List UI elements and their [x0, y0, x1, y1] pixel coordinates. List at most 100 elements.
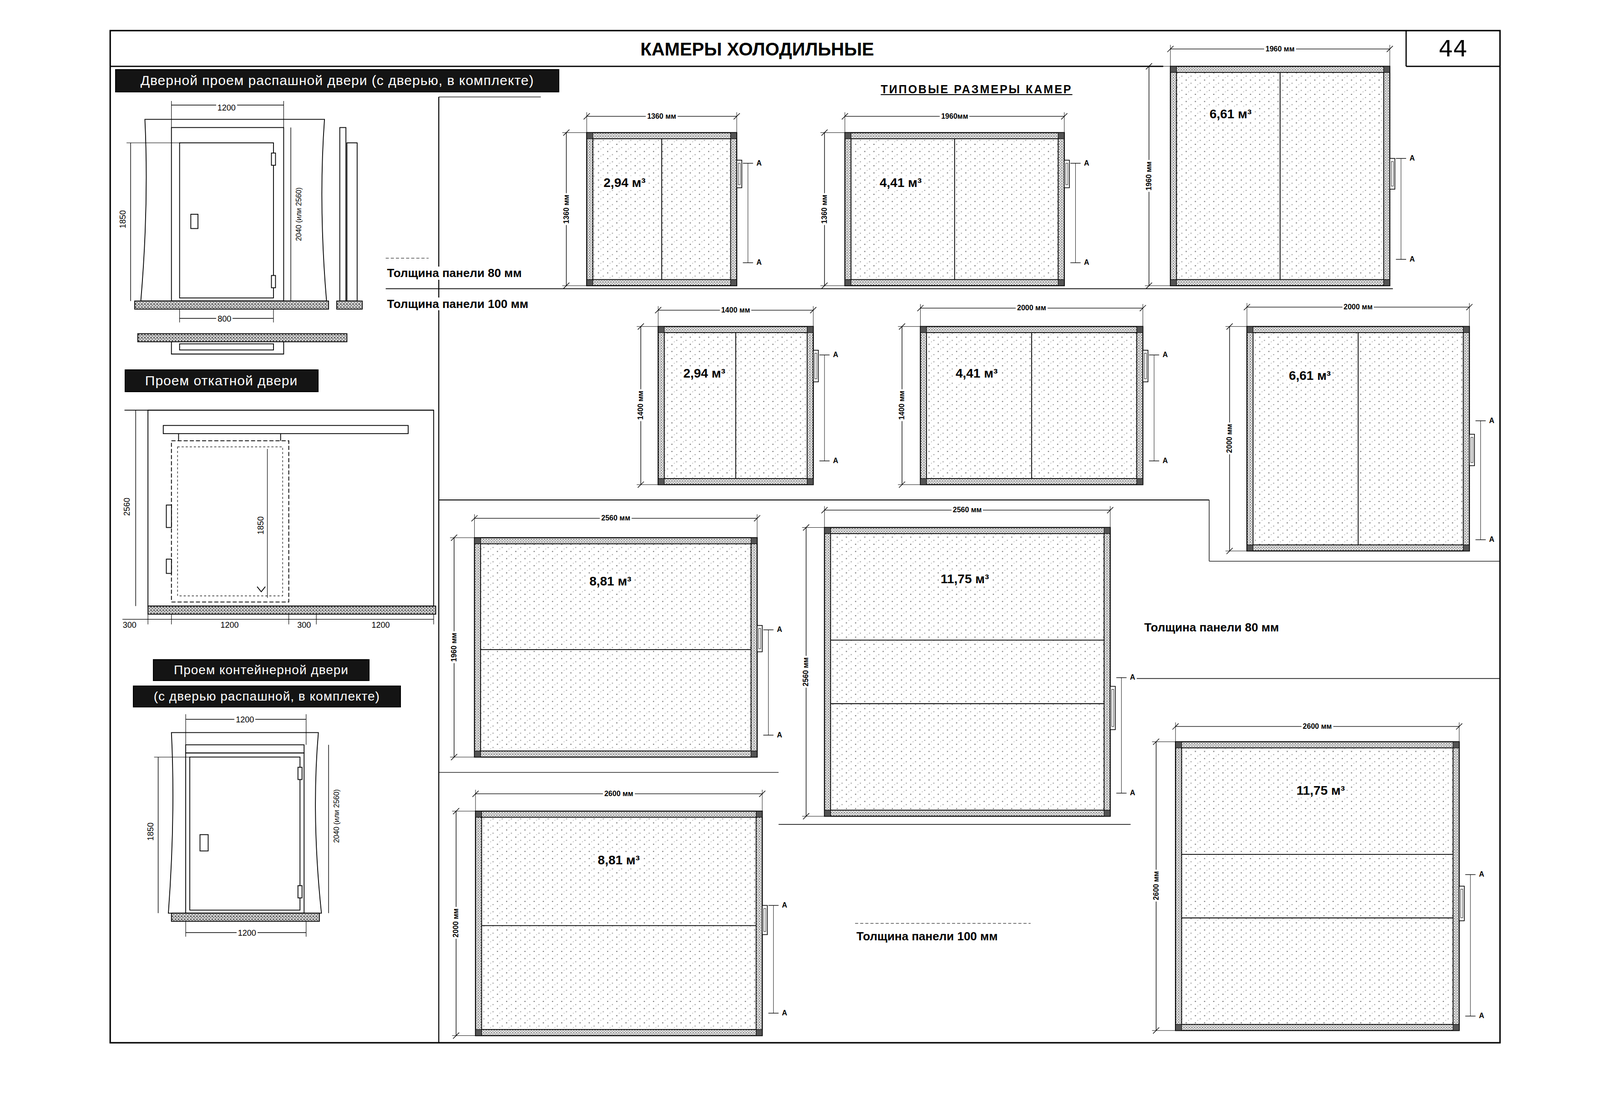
drawing-line — [179, 309, 180, 323]
panel-joint — [830, 639, 1104, 641]
extension-line — [1225, 551, 1247, 552]
panel-joint — [954, 138, 956, 280]
door-handle — [1460, 889, 1463, 919]
section-heading-band: Проем откатной двери — [124, 369, 319, 393]
corner-profile — [807, 326, 814, 333]
extension-line — [736, 112, 737, 133]
dimension-label: 1850 — [118, 208, 128, 230]
drawing-line — [273, 309, 274, 323]
extension-line — [586, 112, 588, 133]
drawing-line — [438, 96, 541, 97]
dimension-tick — [1167, 45, 1174, 52]
drawing-rect — [177, 446, 283, 596]
corner-profile — [1103, 527, 1110, 534]
dimension-label: 1400 мм — [897, 389, 907, 422]
drawing-line — [288, 614, 289, 625]
section-line — [1121, 678, 1122, 794]
sheet-frame — [110, 30, 1500, 1044]
room-volume: 11,75 м³ — [1294, 784, 1347, 799]
drawing-line — [1130, 678, 1501, 679]
drawing-rect — [166, 505, 172, 528]
extension-line — [1225, 326, 1247, 327]
door-handle — [1470, 437, 1473, 463]
corner-profile — [475, 811, 482, 818]
door-handle — [1111, 689, 1114, 727]
sheet-subtitle: ТИПОВЫЕ РАЗМЕРЫ КАМЕР — [879, 83, 1074, 97]
dimension-label: 300 — [295, 621, 313, 631]
dimension-tick — [563, 129, 570, 136]
panel-wall — [824, 527, 1111, 817]
room-volume: 4,41 м³ — [953, 366, 1000, 381]
drawing-rect — [110, 30, 1500, 1044]
sliding-door-drawing — [122, 410, 436, 625]
door-handle — [1144, 353, 1147, 380]
drawing-path — [171, 341, 284, 355]
section-letter: А — [831, 456, 840, 466]
extension-line — [475, 789, 476, 812]
corner-profile — [845, 132, 851, 139]
panel-joint — [1181, 917, 1454, 919]
chamber-floor — [850, 138, 1059, 280]
drawing-rect — [179, 142, 274, 299]
panel-thickness-note: Толщина панели 80 мм — [385, 266, 524, 280]
dimension-label: 2560 мм — [599, 514, 632, 523]
corner-profile — [1058, 279, 1064, 286]
chamber-floor — [926, 332, 1137, 479]
extension-line — [801, 816, 825, 817]
corner-profile — [1453, 742, 1459, 749]
drawing-rect — [271, 152, 276, 166]
corner-profile — [750, 751, 757, 758]
cold-room-plan: 4,41 м³ — [920, 326, 1144, 486]
panel-wall — [475, 811, 763, 1036]
cold-room-plan: 2,94 м³ — [658, 326, 814, 486]
dimension-tick — [803, 813, 810, 820]
cold-room-plan: 4,41 м³ — [845, 132, 1065, 286]
door-leaf — [1389, 158, 1395, 190]
section-line — [773, 905, 774, 1014]
corner-profile — [1383, 66, 1390, 73]
cold-room-plan: 6,61 м³ — [1170, 66, 1390, 286]
room-volume: 8,81 м³ — [596, 853, 642, 868]
chamber-floor — [1253, 332, 1464, 546]
section-line — [747, 163, 749, 264]
corner-profile — [586, 279, 593, 286]
drawing-line — [438, 499, 1210, 501]
dimension-label: 1200 — [369, 621, 391, 631]
chamber-floor — [592, 138, 731, 280]
section-letter: А — [780, 1009, 789, 1018]
dimension-label: 1850 — [256, 515, 266, 537]
drawing-line — [171, 614, 172, 625]
cold-room-plan: 8,81 м³ — [475, 811, 763, 1036]
dimension-label: 1960 мм — [1144, 160, 1154, 193]
room-volume: 11,75 м³ — [938, 572, 991, 587]
dimension-tick — [471, 515, 478, 522]
drawing-line — [316, 614, 317, 625]
section-letter: А — [754, 258, 764, 267]
drawing-rect — [166, 559, 172, 574]
panel-wall — [474, 537, 758, 758]
drawing-rect — [271, 275, 276, 289]
dimension-tick — [1172, 723, 1179, 730]
section-letter: А — [775, 731, 784, 740]
dimension-tick — [563, 282, 570, 289]
page-number: 44 — [1438, 35, 1468, 62]
dimension-label: 1200 — [216, 103, 238, 113]
extension-line — [844, 112, 846, 133]
drawing-rect — [171, 127, 284, 301]
cold-room-plan: 11,75 м³ — [824, 527, 1111, 817]
drawing-rect — [336, 301, 363, 310]
drawing-line — [438, 96, 440, 1044]
extension-line — [636, 326, 659, 327]
dimension-tick — [1153, 739, 1160, 745]
drawing-path — [168, 732, 322, 914]
drawing-line — [185, 921, 187, 937]
dimension-tick — [1139, 305, 1146, 312]
room-volume: 8,81 м³ — [587, 574, 633, 589]
door-leaf — [1142, 350, 1148, 383]
drawing-line — [1209, 561, 1500, 562]
dimension-label: 2560 — [122, 496, 132, 518]
drawing-line — [178, 433, 180, 441]
panel-joint — [481, 925, 756, 927]
section-heading-band: (с дверью распашной, в комплекте) — [132, 685, 402, 708]
corner-profile — [474, 537, 481, 544]
